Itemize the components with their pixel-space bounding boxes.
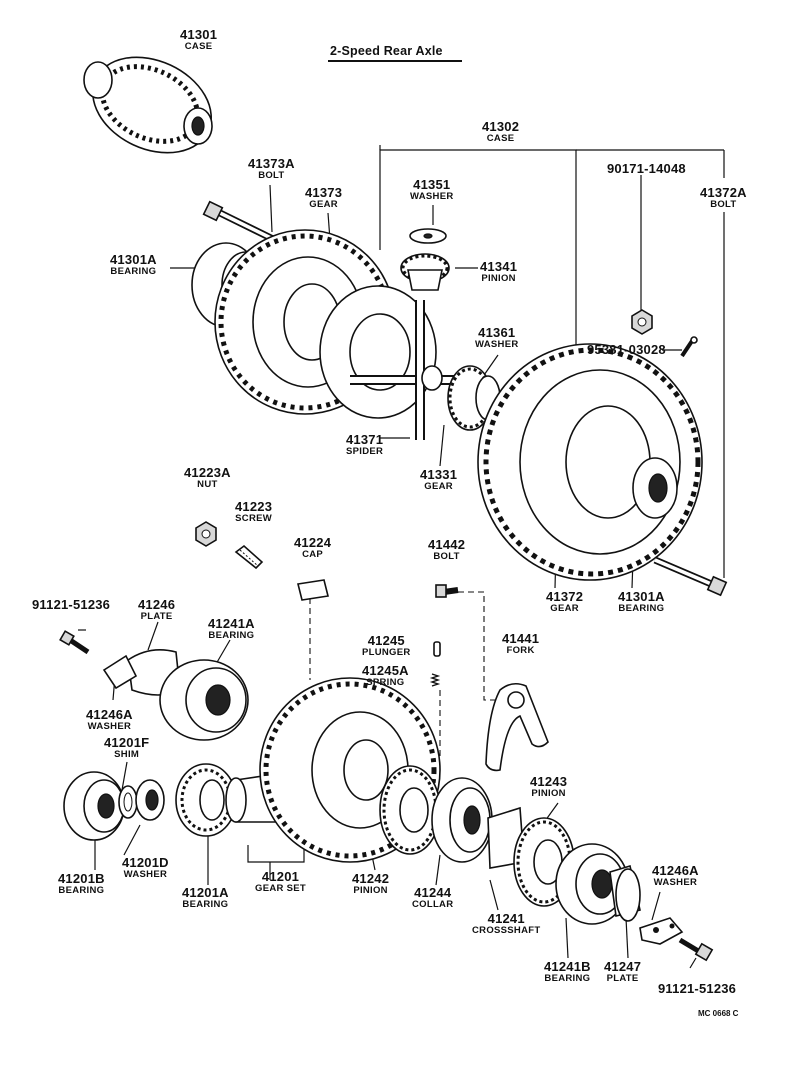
pinion-41341-drawing — [400, 253, 450, 291]
label-95381-03028: 95381-03028 — [587, 342, 666, 357]
bolt-91121-left-drawing — [59, 630, 90, 655]
bearing-41201B-drawing — [63, 771, 125, 841]
nut-41223A-drawing — [195, 521, 217, 547]
spider-41371-drawing — [319, 285, 455, 440]
washer-41201D-drawing — [135, 779, 165, 821]
bearing-41241B-drawing — [555, 843, 629, 925]
washer-41351-drawing — [409, 228, 447, 244]
gear-41331-drawing — [447, 365, 501, 431]
plunger-41245-drawing — [433, 641, 441, 657]
plate-41247-drawing — [609, 864, 641, 922]
pinion-41242-drawing — [379, 765, 441, 855]
nut-90171-drawing — [631, 309, 653, 335]
bolt-41372A-drawing — [653, 556, 728, 597]
label-91121-51236-right: 91121-51236 — [658, 981, 737, 996]
bearing-41241A-drawing — [159, 659, 249, 741]
case-41301-drawing — [83, 56, 213, 154]
cap-41224-drawing — [297, 579, 329, 601]
drawing-code: MC 0668 C — [698, 1009, 739, 1018]
spring-41245A-drawing — [429, 673, 441, 687]
bolt-91121-right-drawing — [678, 937, 714, 962]
diagram-title: 2-Speed Rear Axle — [330, 44, 443, 58]
shim-41201F-drawing — [118, 785, 138, 819]
pin-95381-drawing — [680, 336, 698, 358]
label-90171-14048: 90171-14048 — [607, 161, 686, 176]
collar-41244-drawing — [431, 777, 493, 863]
gear-41372-drawing — [477, 343, 703, 581]
label-91121-51236-left: 91121-51236 — [32, 597, 111, 612]
screw-41223-drawing — [234, 544, 264, 570]
fork-41441-drawing — [485, 682, 549, 772]
bolt-41442-drawing — [435, 584, 459, 598]
bearing-41201A-drawing — [175, 763, 237, 837]
washer-41246A-right-drawing — [639, 917, 684, 945]
bolt-41373A-drawing — [202, 200, 277, 244]
title-underline — [328, 60, 462, 62]
